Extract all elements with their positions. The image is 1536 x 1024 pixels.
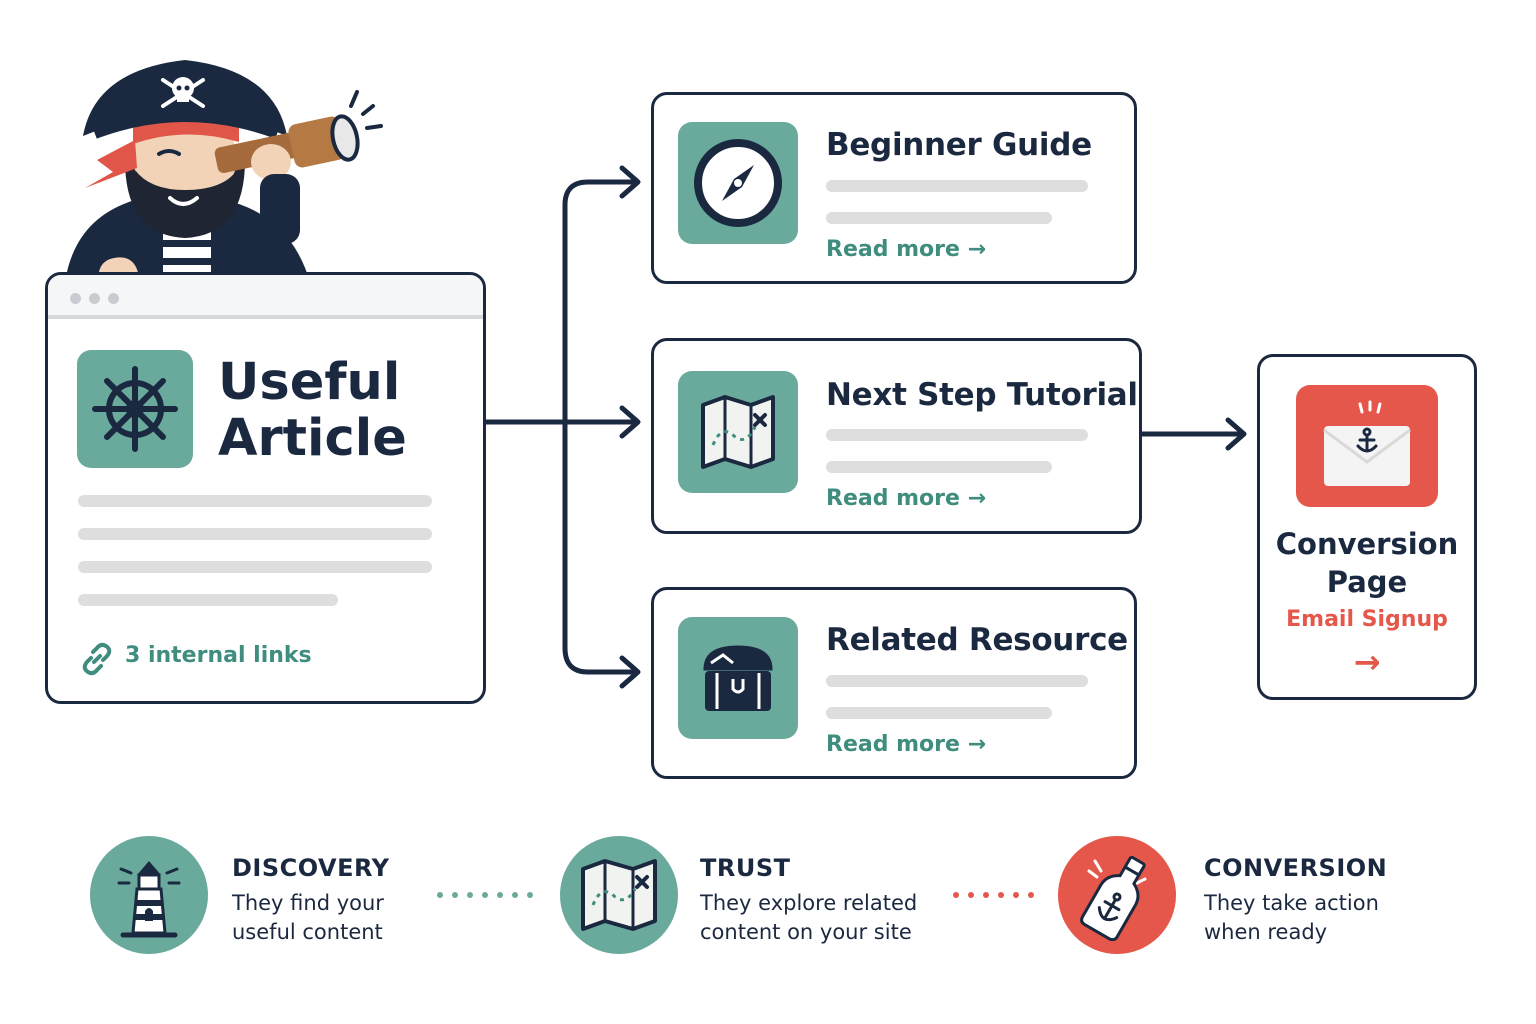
internal-links-count[interactable]: 3 internal links — [125, 643, 312, 668]
link-icon — [82, 642, 112, 676]
pirate-mascot-illustration — [65, 60, 383, 284]
text-placeholder-line — [826, 429, 1088, 441]
lighthouse-icon — [117, 861, 181, 938]
window-dot-2 — [89, 293, 100, 304]
related-resource-title: Related Resource — [826, 622, 1128, 658]
related-resource-tile — [678, 617, 798, 739]
article-tile — [77, 350, 193, 468]
related-resource-read-more-link[interactable]: Read more → — [826, 732, 987, 757]
related-resource-card[interactable]: Related Resource Read more → — [651, 587, 1137, 779]
conversion-step-description: They take action when ready — [1204, 889, 1454, 947]
text-placeholder-line — [78, 561, 432, 573]
discovery-description-line-2: useful content — [232, 920, 383, 944]
conversion-page-title: Conversion Page — [1260, 525, 1474, 601]
text-placeholder-line — [78, 495, 432, 507]
conversion-arrow[interactable]: → — [1353, 643, 1381, 681]
next-step-tutorial-read-more-link[interactable]: Read more → — [826, 486, 987, 511]
conversion-circle — [1058, 836, 1176, 954]
beginner-guide-read-more-link[interactable]: Read more → — [826, 237, 987, 262]
beginner-guide-tile — [678, 122, 798, 244]
conversion-tile — [1296, 385, 1438, 507]
next-step-tutorial-tile — [678, 371, 798, 493]
text-placeholder-line — [826, 461, 1052, 473]
beginner-guide-title: Beginner Guide — [826, 127, 1092, 163]
text-placeholder-line — [826, 675, 1088, 687]
text-placeholder-line — [78, 594, 338, 606]
beginner-guide-card[interactable]: Beginner Guide Read more → — [651, 92, 1137, 284]
article-title-line-1: Useful — [218, 353, 401, 412]
conversion-title-line-2: Page — [1326, 565, 1408, 599]
trust-description: They explore related content on your sit… — [700, 889, 950, 947]
browser-toolbar — [48, 275, 483, 319]
trust-description-line-1: They explore related — [700, 891, 918, 915]
discovery-circle — [90, 836, 208, 954]
coral-dotted-connector — [953, 892, 1034, 898]
discovery-description-line-1: They find your — [232, 891, 384, 915]
teal-dotted-connector — [437, 892, 533, 898]
next-step-tutorial-card[interactable]: Next Step Tutorial Read more → — [651, 338, 1142, 534]
trust-circle — [560, 836, 678, 954]
text-placeholder-line — [78, 528, 432, 540]
discovery-description: They find your useful content — [232, 889, 482, 947]
message-bottle-icon — [1080, 855, 1147, 941]
article-title-line-2: Article — [218, 409, 407, 468]
window-dot-3 — [108, 293, 119, 304]
conversion-step-description-line-2: when ready — [1204, 920, 1328, 944]
window-dot-1 — [70, 293, 81, 304]
trust-title: TRUST — [700, 854, 791, 882]
ships-wheel-icon — [92, 366, 178, 452]
anchor-envelope-icon — [1323, 400, 1411, 486]
map-icon — [581, 859, 657, 931]
next-step-tutorial-title: Next Step Tutorial — [826, 377, 1138, 413]
trust-description-line-2: content on your site — [700, 920, 912, 944]
article-title: Useful Article — [218, 355, 407, 467]
conversion-page-card[interactable]: Conversion Page Email Signup → — [1257, 354, 1477, 700]
treasure-chest-icon — [703, 645, 773, 711]
text-placeholder-line — [826, 180, 1088, 192]
useful-article-card[interactable]: Useful Article 3 internal links — [45, 272, 486, 704]
conversion-step-description-line-1: They take action — [1204, 891, 1379, 915]
conversion-step-title: CONVERSION — [1204, 854, 1388, 882]
email-signup-label[interactable]: Email Signup — [1286, 607, 1448, 632]
treasure-map-icon — [701, 395, 775, 469]
conversion-title-line-1: Conversion — [1275, 527, 1459, 561]
compass-icon — [694, 139, 782, 227]
text-placeholder-line — [826, 212, 1052, 224]
discovery-title: DISCOVERY — [232, 854, 390, 882]
text-placeholder-line — [826, 707, 1052, 719]
